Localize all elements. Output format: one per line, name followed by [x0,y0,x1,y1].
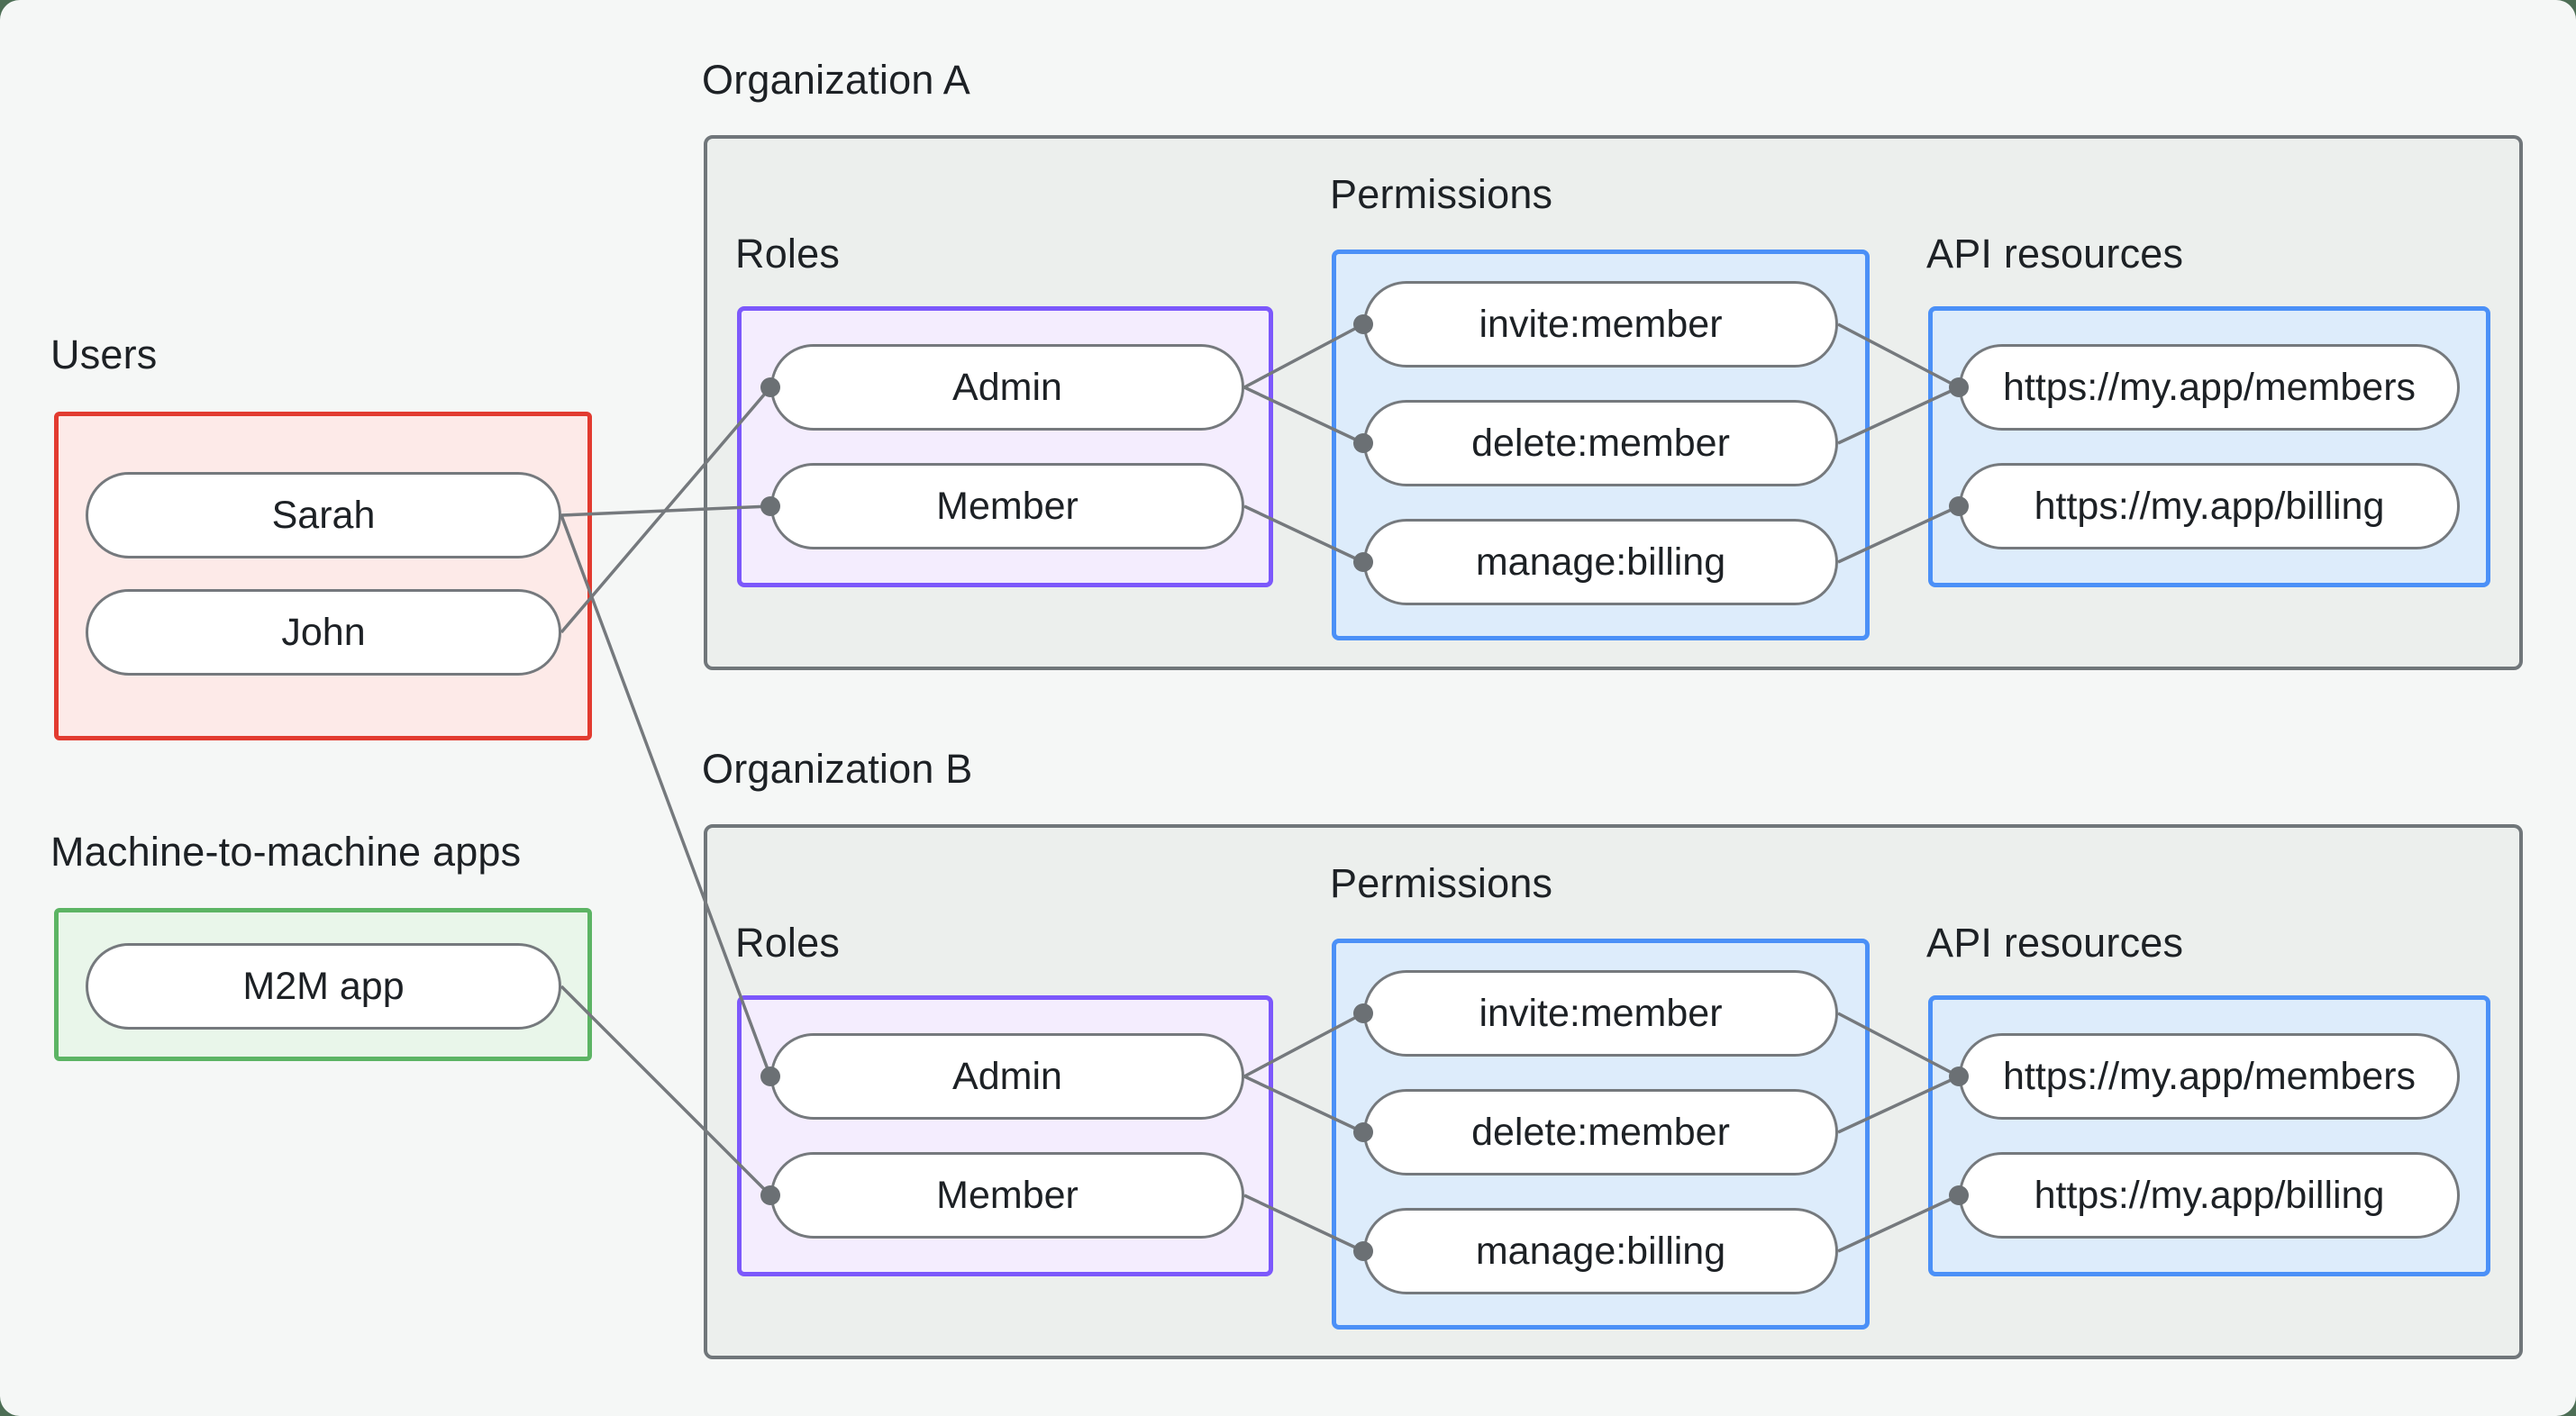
org-b-permission-invite-node: invite:member [1363,970,1838,1057]
org-a-permission-manage-node: manage:billing [1363,519,1838,605]
org-b-resource-members-node: https://my.app/members [1959,1033,2460,1120]
org-b-role-admin-node: Admin [770,1033,1244,1120]
m2m-section-title: Machine-to-machine apps [50,829,522,875]
org-a-api-resources-label: API resources [1926,231,2184,277]
org-a-resource-billing-node: https://my.app/billing [1959,463,2460,549]
org-a-permissions-label: Permissions [1330,171,1553,217]
org-a-role-admin-node: Admin [770,344,1244,431]
org-b-permission-manage-node: manage:billing [1363,1208,1838,1294]
user-node-sarah: Sarah [86,472,561,558]
users-section-title: Users [50,331,158,377]
org-a-permission-delete-node: delete:member [1363,400,1838,486]
org-a-roles-label: Roles [735,231,841,277]
org-b-roles-label: Roles [735,920,841,966]
users-group-box [54,412,592,740]
org-b-permissions-label: Permissions [1330,860,1553,906]
org-b-permission-delete-node: delete:member [1363,1089,1838,1175]
org-b-api-resources-label: API resources [1926,920,2184,966]
m2m-app-node: M2M app [86,943,561,1030]
org-a-permission-invite-node: invite:member [1363,281,1838,368]
user-node-john: John [86,589,561,676]
org-a-title: Organization A [702,57,970,103]
org-b-title: Organization B [702,746,973,792]
org-b-resource-billing-node: https://my.app/billing [1959,1152,2460,1239]
org-a-role-member-node: Member [770,463,1244,549]
org-a-resource-members-node: https://my.app/members [1959,344,2460,431]
org-b-role-member-node: Member [770,1152,1244,1239]
